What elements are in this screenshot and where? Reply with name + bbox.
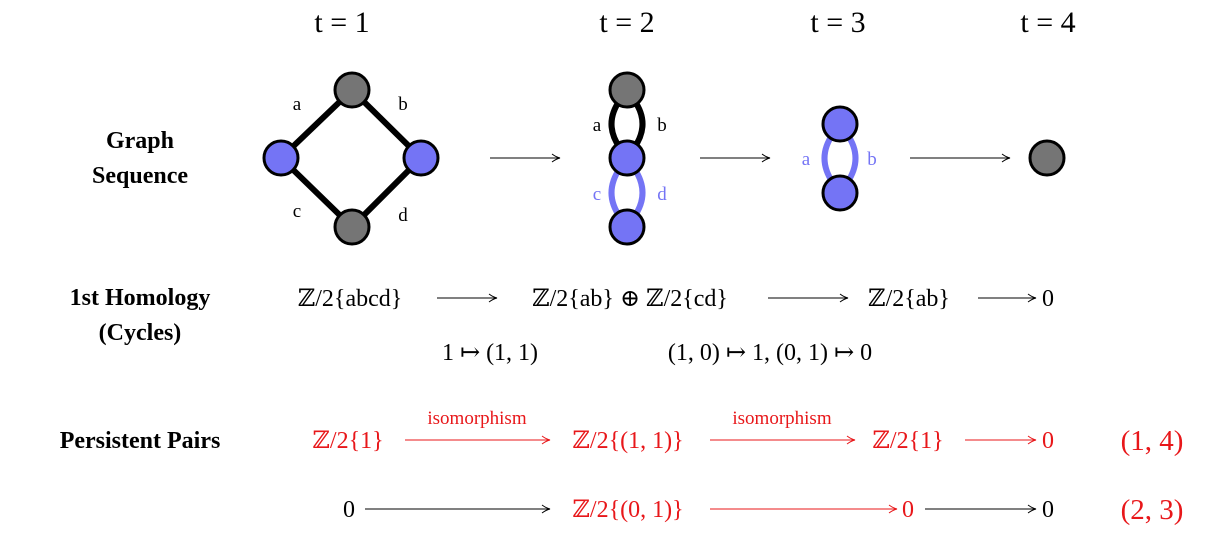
homology-map-2: (1, 0) ↦ 1, (0, 1) ↦ 0 <box>668 340 872 366</box>
edge-label-b: b <box>867 149 877 170</box>
edge-label-a: a <box>802 149 811 170</box>
pair1-term-2: ℤ/2{(1, 1)} <box>572 428 683 454</box>
pair2-term-1: 0 <box>343 497 355 523</box>
row-label-graph: Graph <box>106 128 174 154</box>
edge-label-d: d <box>398 205 408 226</box>
pair1-interval: (1, 4) <box>1121 425 1184 457</box>
edge-label-b: b <box>398 94 408 115</box>
row-label-sequence: Sequence <box>92 163 188 189</box>
pair2-interval: (2, 3) <box>1121 494 1184 526</box>
pair2-term-3: 0 <box>902 497 914 523</box>
node-blue <box>821 105 859 143</box>
graph-t4-node-gray <box>1028 139 1066 177</box>
persistent-pair-row-2: 0 ℤ/2{(0, 1)} 0 0 (2, 3) <box>343 494 1183 526</box>
edge-label-c: c <box>593 184 601 205</box>
homology-term-3: ℤ/2{ab} <box>868 286 950 312</box>
edge-label-b: b <box>657 115 667 136</box>
homology-term-2: ℤ/2{ab} ⊕ ℤ/2{cd} <box>532 286 728 312</box>
edge-label-c: c <box>293 201 301 222</box>
node-blue <box>821 174 859 212</box>
node-blue <box>608 208 646 246</box>
edge-label-a: a <box>293 94 302 115</box>
pair2-term-2: ℤ/2{(0, 1)} <box>572 497 683 523</box>
homology-term-1: ℤ/2{abcd} <box>298 286 403 312</box>
arrow-label-isomorphism: isomorphism <box>732 408 831 429</box>
row-label-persistent-pairs: Persistent Pairs <box>60 428 221 454</box>
edge-label-a: a <box>593 115 602 136</box>
pair1-term-4: 0 <box>1042 428 1054 454</box>
node-blue <box>608 139 646 177</box>
time-label-4: t = 4 <box>1020 6 1075 39</box>
row-label-cycles: (Cycles) <box>99 320 182 346</box>
node-gray <box>333 71 371 109</box>
arrow-label-isomorphism: isomorphism <box>427 408 526 429</box>
time-label-3: t = 3 <box>810 6 865 39</box>
node-gray <box>608 71 646 109</box>
pair2-term-4: 0 <box>1042 497 1054 523</box>
graph-t2: a b c d <box>593 71 667 246</box>
homology-row: ℤ/2{abcd} ℤ/2{ab} ⊕ ℤ/2{cd} ℤ/2{ab} 0 1 … <box>298 286 1054 366</box>
homology-map-1: 1 ↦ (1, 1) <box>442 340 538 366</box>
row-label-homology: 1st Homology <box>70 285 211 311</box>
homology-term-4: 0 <box>1042 286 1054 312</box>
node-blue <box>262 139 300 177</box>
node-gray <box>333 208 371 246</box>
persistent-pair-row-1: ℤ/2{1} isomorphism ℤ/2{(1, 1)} isomorphi… <box>312 408 1183 457</box>
edge-label-d: d <box>657 184 667 205</box>
graph-t3: a b <box>802 105 877 212</box>
node-blue <box>402 139 440 177</box>
pair1-term-1: ℤ/2{1} <box>312 428 383 454</box>
time-label-2: t = 2 <box>599 6 654 39</box>
pair1-term-3: ℤ/2{1} <box>872 428 943 454</box>
graph-t1: a b c d <box>262 71 440 246</box>
time-label-1: t = 1 <box>314 6 369 39</box>
